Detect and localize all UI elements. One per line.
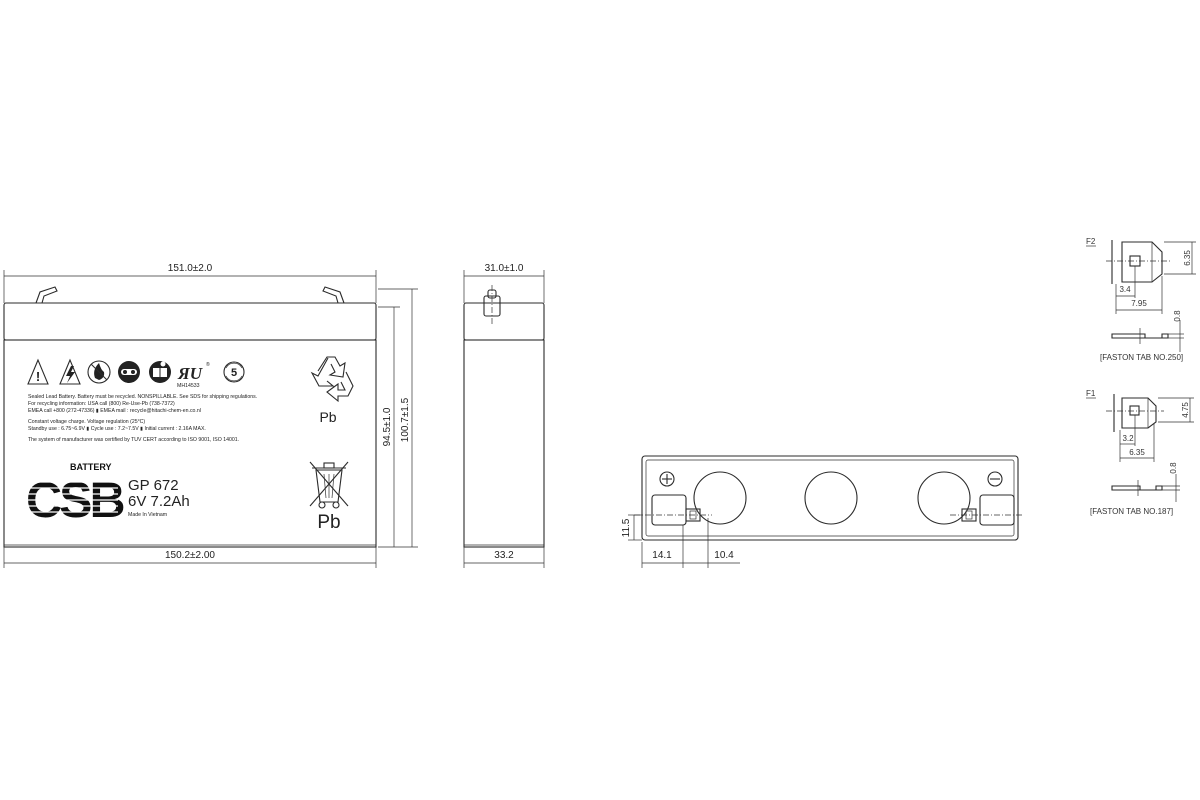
model-name: GP 672: [128, 477, 179, 494]
svg-text:ЯU: ЯU: [177, 364, 203, 383]
front-body: [3, 339, 377, 548]
recycle-pb-text: Pb: [319, 409, 336, 425]
side-lid: [463, 302, 545, 341]
f2-caption: [FASTON TAB NO.250]: [1100, 353, 1183, 362]
warning-icon: !: [27, 358, 49, 385]
read-manual-icon: [149, 361, 171, 383]
front-terminal-left: [35, 286, 58, 304]
cycle-badge-text: 5: [231, 367, 237, 379]
f1-dim-thick: 0.8: [1169, 462, 1178, 474]
label-line: Sealed Lead Battery. Battery must be rec…: [28, 394, 257, 400]
crossed-bin-icon: Pb: [309, 461, 349, 533]
f2-dim-thick: 0.8: [1173, 310, 1182, 322]
f1-dim-a: 3.2: [1122, 434, 1134, 443]
side-body: [463, 339, 545, 548]
dim-top-height: 11.5: [621, 518, 632, 537]
ul-code: MH14533: [177, 383, 200, 389]
top-outline: [641, 455, 1019, 541]
label-text-block: Sealed Lead Battery. Battery must be rec…: [28, 394, 257, 443]
label-line: For recycling information: USA call (800…: [28, 401, 175, 407]
f2-dim-height: 6.35: [1183, 250, 1192, 266]
recycle-pb-icon: Pb: [310, 356, 354, 425]
eye-protection-icon: [118, 361, 140, 383]
top-view: 11.5 14.1 10.4: [621, 455, 1022, 568]
dim-top-x1: 14.1: [652, 550, 672, 561]
model-rating: 6V 7.2Ah: [128, 493, 190, 510]
f1-dim-height: 4.75: [1181, 402, 1190, 418]
f1-dim-b: 6.35: [1129, 448, 1145, 457]
f2-label: F2: [1086, 237, 1096, 246]
no-fire-icon: [87, 360, 111, 384]
csb-logo: BATTERY CSB: [24, 462, 126, 528]
svg-text:®: ®: [206, 361, 210, 368]
label-line: Standby use : 6.75~6.9V ▮ Cycle use : 7.…: [28, 426, 206, 432]
dim-height-inner: 94.5±1.0: [382, 407, 393, 446]
negative-terminal-icon: [987, 471, 1003, 487]
side-view: 31.0±1.0 33.2: [463, 263, 545, 568]
label-line: The system of manufacturer was certified…: [28, 437, 239, 443]
electric-hazard-icon: [59, 358, 81, 385]
f1-caption: [FASTON TAB NO.187]: [1090, 507, 1173, 516]
origin-text: Made In Vietnam: [128, 512, 167, 518]
dim-top-x2: 10.4: [714, 550, 734, 561]
f1-label: F1: [1086, 389, 1096, 398]
front-view: 151.0±2.0 150.2±2.00 94.5±1.0 100.7±1.5 …: [3, 263, 418, 568]
dim-side-bottom: 33.2: [494, 550, 514, 561]
dim-height-total: 100.7±1.5: [400, 397, 411, 442]
terminal-f1-detail: F1 4.75 3.2 6.35 0.8 [FASTON TAB NO.187]: [1086, 389, 1194, 516]
dim-front-width-top: 151.0±2.0: [168, 263, 213, 274]
front-lid: [3, 302, 377, 341]
cycle-5-icon: 5: [223, 361, 245, 383]
dim-front-width-bottom: 150.2±2.00: [165, 550, 215, 561]
bin-pb-text: Pb: [317, 512, 340, 533]
f2-dim-b: 7.95: [1131, 299, 1147, 308]
ul-recognized-icon: ЯU ® MH14533: [177, 361, 210, 389]
f2-dim-a: 3.4: [1119, 285, 1131, 294]
terminal-f2-detail: F2 6.35 3.4 7.95 0.8 [FASTON TAB NO.250]: [1086, 237, 1196, 362]
label-line: EMEA call +800 (272-47336) ▮ EMEA mail :…: [28, 408, 201, 414]
label-line: Constant voltage charge. Voltage regulat…: [28, 419, 145, 425]
brand-word: BATTERY: [70, 462, 112, 472]
front-terminal-right: [322, 286, 345, 304]
dim-side-top: 31.0±1.0: [485, 263, 524, 274]
positive-terminal-icon: [659, 471, 675, 487]
svg-text:!: !: [36, 369, 40, 384]
